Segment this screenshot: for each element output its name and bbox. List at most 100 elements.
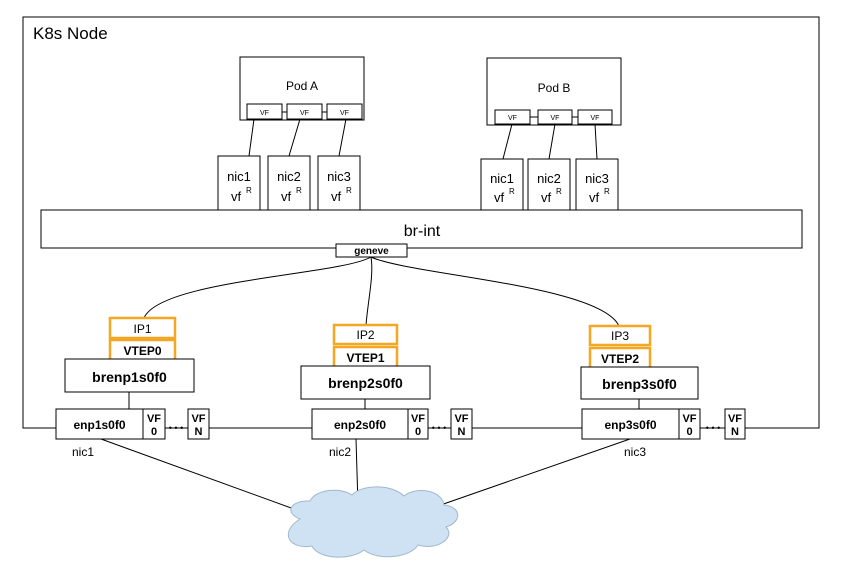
svg-text:VF: VF — [411, 413, 425, 425]
pod-b-vf-2-label: VF — [551, 115, 560, 122]
svg-text:vf: vf — [331, 189, 342, 204]
svg-text:vf: vf — [589, 190, 600, 205]
svg-text:nic3: nic3 — [327, 169, 351, 184]
svg-text:• • •: • • • — [169, 423, 183, 433]
nic3-vf0-box — [678, 408, 701, 440]
svg-text:N: N — [458, 426, 466, 438]
ip3-box — [588, 324, 652, 347]
pod-a-vf-3 — [326, 103, 363, 120]
nic1-vf0-box — [142, 408, 166, 440]
svg-text:R: R — [604, 187, 610, 196]
svg-text:vf: vf — [231, 189, 242, 204]
rep-a-nic1 — [217, 155, 261, 217]
pod-b-vf-1 — [494, 109, 531, 125]
brenp1s0f0-box — [64, 358, 195, 393]
svg-text:N: N — [195, 426, 203, 438]
pod-b-vf-3-label: VF — [591, 115, 600, 122]
pod-a-vf-1 — [246, 103, 283, 120]
nic1-vfn-box — [187, 408, 210, 440]
enp3s0f0-box — [581, 408, 680, 440]
svg-text:0: 0 — [415, 426, 421, 438]
svg-text:VF: VF — [682, 413, 696, 425]
svg-text:brenp1s0f0: brenp1s0f0 — [92, 369, 167, 385]
nic-2: enp2s0f0 VF 0 • • • VF N nic2 — [311, 408, 473, 459]
svg-text:N: N — [731, 426, 739, 438]
nic-3: enp3s0f0 VF 0 • • • VF N nic3 — [581, 408, 746, 459]
svg-text:enp3s0f0: enp3s0f0 — [604, 418, 656, 432]
nic-1: enp1s0f0 VF 0 • • • VF N nic1 — [55, 408, 210, 459]
svg-text:nic1: nic1 — [72, 445, 94, 459]
nic2-vf0-box — [407, 408, 429, 440]
svg-text:VTEP1: VTEP1 — [346, 351, 384, 365]
brenp2s0f0-box — [300, 365, 431, 400]
ip2-box — [332, 323, 399, 346]
br-int-bridge: br-int geneve — [40, 209, 803, 258]
br-int-box — [40, 209, 803, 249]
br-int-label: br-int — [404, 223, 441, 240]
rep-a-nic2 — [267, 155, 311, 217]
cloud-icon — [287, 486, 459, 558]
svg-text:enp1s0f0: enp1s0f0 — [73, 418, 125, 432]
svg-text:R: R — [346, 186, 352, 195]
svg-text:IP1: IP1 — [133, 322, 151, 336]
svg-text:• • •: • • • — [706, 423, 720, 433]
pod-a-label: Pod A — [286, 79, 318, 93]
svg-text:R: R — [556, 187, 562, 196]
svg-text:nic2: nic2 — [277, 169, 301, 184]
cloud-shape — [287, 486, 459, 558]
svg-text:nic3: nic3 — [624, 445, 646, 459]
svg-text:nic1: nic1 — [490, 171, 514, 186]
brenp3s0f0-box — [580, 366, 699, 400]
pod-a-vf-2 — [286, 103, 323, 120]
enp1s0f0-box — [55, 408, 144, 440]
svg-text:nic3: nic3 — [585, 171, 609, 186]
geneve-label: geneve — [354, 246, 389, 257]
svg-text:nic1: nic1 — [227, 169, 251, 184]
svg-text:VTEP2: VTEP2 — [601, 352, 639, 366]
svg-text:brenp3s0f0: brenp3s0f0 — [602, 376, 677, 392]
svg-text:VTEP0: VTEP0 — [123, 344, 161, 358]
svg-text:vf: vf — [494, 190, 505, 205]
pod-b-label: Pod B — [538, 81, 571, 95]
representors-pod-b: nic1 vf R nic2 vf R nic3 vf R — [480, 158, 619, 216]
enp2s0f0-box — [311, 408, 409, 440]
pod-links — [248, 118, 598, 160]
pod-b-vf-1-label: VF — [508, 115, 517, 122]
svg-text:brenp2s0f0: brenp2s0f0 — [328, 375, 403, 391]
svg-text:IP3: IP3 — [611, 329, 629, 343]
svg-text:• • •: • • • — [432, 423, 446, 433]
ip1-box — [108, 316, 177, 340]
node-title: K8s Node — [33, 24, 108, 43]
bridge-pf-links — [128, 392, 640, 409]
svg-text:R: R — [246, 186, 252, 195]
nic3-vfn-box — [724, 408, 746, 440]
representors-pod-a: nic1 vf R nic2 vf R nic3 vf R — [217, 155, 361, 217]
svg-text:VF: VF — [728, 413, 742, 425]
rep-b-nic1 — [480, 158, 524, 216]
svg-text:vf: vf — [541, 190, 552, 205]
svg-text:IP2: IP2 — [356, 328, 374, 342]
svg-text:enp2s0f0: enp2s0f0 — [334, 418, 386, 432]
pod-b: Pod B VF VF VF — [486, 57, 622, 126]
uplink-2: IP2 VTEP1 brenp2s0f0 — [300, 323, 431, 400]
svg-text:nic2: nic2 — [329, 445, 351, 459]
pod-a-vf-2-label: VF — [300, 110, 309, 117]
nic2-vfn-box — [450, 408, 473, 440]
svg-text:R: R — [509, 187, 515, 196]
tunnel-links — [143, 256, 620, 327]
pod-a-vf-1-label: VF — [260, 110, 269, 117]
svg-text:VF: VF — [147, 413, 161, 425]
pod-a: Pod A VF VF VF — [239, 56, 365, 121]
svg-text:VF: VF — [191, 413, 205, 425]
uplink-1: IP1 VTEP0 brenp1s0f0 — [64, 316, 195, 393]
svg-text:0: 0 — [151, 426, 157, 438]
svg-text:VF: VF — [454, 413, 468, 425]
svg-text:nic2: nic2 — [537, 171, 561, 186]
pod-a-vf-3-label: VF — [340, 110, 349, 117]
rep-b-nic3 — [575, 158, 619, 216]
svg-text:R: R — [296, 186, 302, 195]
svg-text:vf: vf — [281, 189, 292, 204]
svg-text:0: 0 — [686, 426, 692, 438]
